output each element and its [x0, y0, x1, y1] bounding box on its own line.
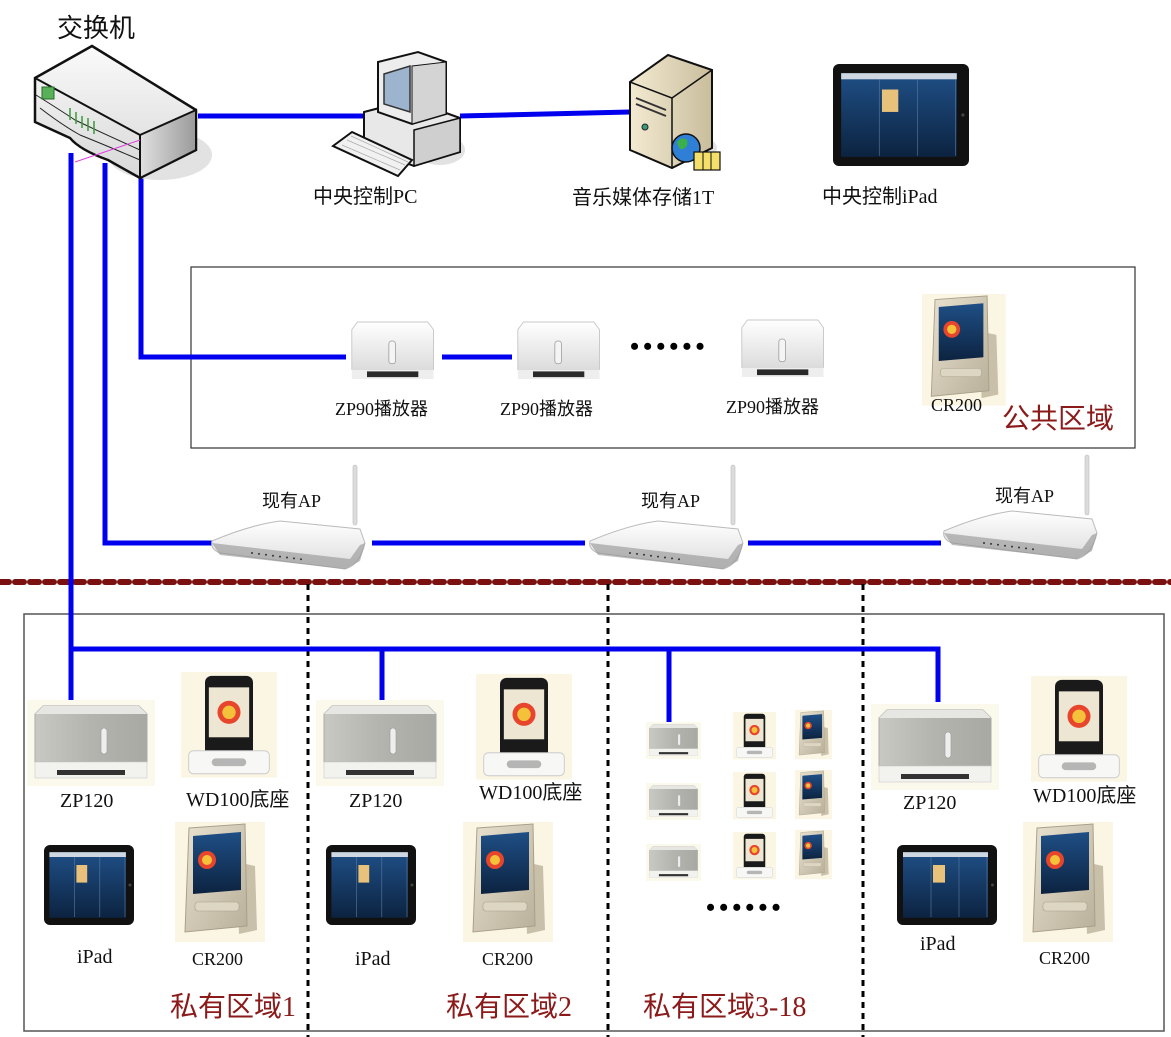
public-zone-label: 公共区域: [1002, 404, 1115, 435]
zp90-label-2: ZP90播放器: [500, 399, 594, 419]
ap-label-1: 现有AP: [262, 491, 322, 511]
access-point-icon-3[interactable]: [943, 454, 1098, 560]
access-point-icon-2[interactable]: [589, 464, 744, 570]
media-storage-server-icon[interactable]: [629, 53, 721, 171]
cable-switch-public: [138, 178, 346, 360]
zone4-cr200-label: CR200: [1039, 948, 1091, 968]
zone3-cr200-icon-1[interactable]: [795, 710, 832, 760]
zone1-zp120-icon[interactable]: [27, 700, 155, 786]
central-ipad-label: 中央控制iPad: [822, 186, 938, 208]
zone4-zp120-icon[interactable]: [871, 704, 999, 790]
zone1-ipad-icon[interactable]: [44, 845, 134, 925]
zone4-ipad-label: iPad: [920, 933, 956, 955]
zp90-group: [351, 319, 824, 379]
public-more-ellipsis: ••••••: [630, 332, 709, 361]
zp90-player-icon-1[interactable]: [351, 321, 434, 379]
zp120-group: [27, 700, 999, 881]
wd100-group: [181, 672, 1127, 880]
zone1-wd100-icon[interactable]: [181, 672, 277, 778]
zone3-more-ellipsis: ••••••: [706, 893, 785, 922]
ipad-group: [44, 64, 997, 925]
private-zones-frame: [23, 613, 1165, 1032]
storage-label: 音乐媒体存储1T: [572, 187, 715, 209]
zone4-cr200-icon[interactable]: [1023, 822, 1113, 942]
zone2-label: 私有区域2: [446, 992, 573, 1023]
zone3-cr200-icon-2[interactable]: [795, 770, 832, 820]
cable-private-bus: [71, 646, 941, 702]
switch-label: 交换机: [57, 14, 136, 43]
zone4-wd100-label: WD100底座: [1033, 785, 1137, 807]
zone2-zp120-icon[interactable]: [316, 700, 444, 786]
zp90-label-3: ZP90播放器: [726, 397, 820, 417]
zone3-zp120-icon-2[interactable]: [646, 783, 702, 820]
zone3-cr200-icon-3[interactable]: [795, 830, 832, 880]
zone3-18-label: 私有区域3-18: [643, 992, 807, 1023]
zp90-player-icon-3[interactable]: [741, 319, 824, 377]
zone1-cr200-label: CR200: [192, 949, 244, 969]
zone2-cr200-label: CR200: [482, 949, 534, 969]
ap-label-2: 现有AP: [641, 491, 701, 511]
zone1-label: 私有区域1: [170, 992, 297, 1023]
zone2-wd100-icon[interactable]: [476, 674, 572, 780]
pc-icon[interactable]: [331, 50, 465, 178]
access-point-icon-1[interactable]: [211, 464, 366, 570]
zone2-wd100-label: WD100底座: [479, 782, 583, 804]
public-cr200-icon[interactable]: [922, 294, 1006, 406]
zone1-cr200-icon[interactable]: [175, 822, 265, 942]
cable-pc-storage: [459, 109, 631, 119]
pc-label: 中央控制PC: [313, 186, 418, 208]
zone3-wd100-icon-3[interactable]: [733, 832, 776, 880]
zone2-ipad-label: iPad: [355, 948, 391, 970]
access-point-group: [211, 454, 1098, 570]
public-cr200-label: CR200: [931, 395, 983, 415]
zone1-zp120-label: ZP120: [60, 790, 114, 812]
zone4-ipad-icon[interactable]: [897, 845, 997, 925]
central-ipad-icon[interactable]: [833, 64, 969, 166]
switch-icon[interactable]: [33, 44, 212, 180]
cr200-group: [175, 294, 1113, 942]
zone3-zp120-icon-3[interactable]: [646, 844, 702, 881]
zone1-ipad-label: iPad: [77, 946, 113, 968]
ap-label-3: 现有AP: [995, 486, 1055, 506]
zone1-wd100-label: WD100底座: [186, 789, 290, 811]
zone3-wd100-icon-1[interactable]: [733, 712, 776, 760]
cable-switch-ap: [102, 163, 212, 546]
zp90-label-1: ZP90播放器: [335, 399, 429, 419]
zone4-wd100-icon[interactable]: [1031, 676, 1127, 782]
zone3-zp120-icon-1[interactable]: [646, 722, 702, 759]
zone3-wd100-icon-2[interactable]: [733, 772, 776, 820]
zone2-zp120-label: ZP120: [349, 790, 403, 812]
zp90-player-icon-2[interactable]: [517, 321, 600, 379]
zone2-cr200-icon[interactable]: [463, 822, 553, 942]
zone2-ipad-icon[interactable]: [326, 845, 416, 925]
zone4-zp120-label: ZP120: [903, 792, 957, 814]
